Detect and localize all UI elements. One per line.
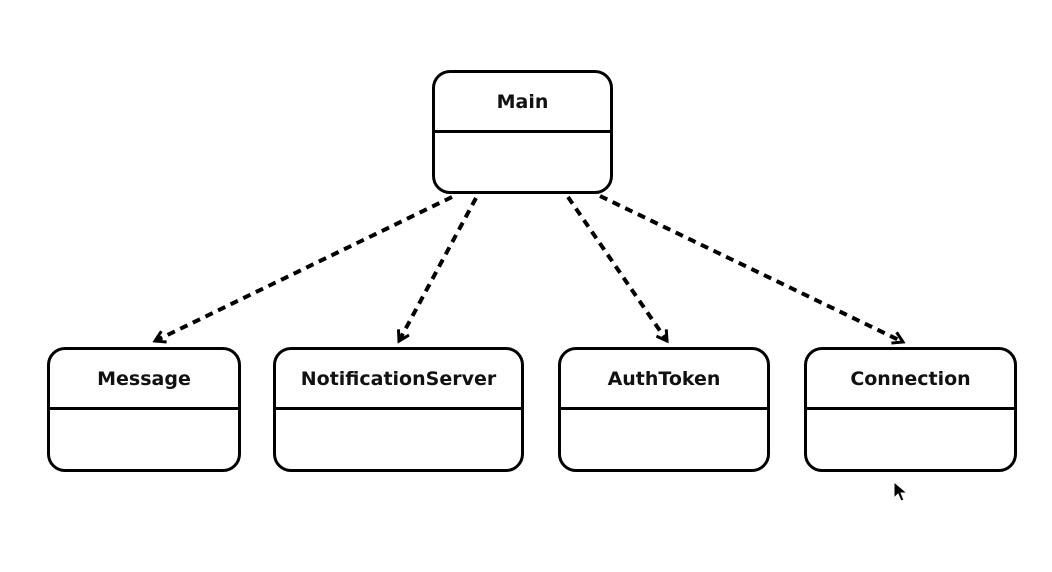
class-body-main — [435, 133, 610, 191]
class-name-message: Message — [50, 350, 238, 410]
class-box-main[interactable]: Main — [432, 70, 613, 194]
class-box-connection[interactable]: Connection — [804, 347, 1017, 472]
class-body-notificationserver — [276, 410, 521, 468]
class-box-notificationserver[interactable]: NotificationServer — [273, 347, 524, 472]
class-name-connection: Connection — [807, 350, 1014, 410]
dependency-arrow-main-notificationserver — [399, 197, 478, 341]
dependency-arrow-main-connection — [599, 194, 903, 342]
class-body-connection — [807, 410, 1014, 468]
class-name-notificationserver: NotificationServer — [276, 350, 521, 410]
class-box-authtoken[interactable]: AuthToken — [558, 347, 770, 472]
class-name-authtoken: AuthToken — [561, 350, 767, 410]
class-body-message — [50, 410, 238, 468]
class-box-message[interactable]: Message — [47, 347, 241, 472]
dependency-arrow-main-message — [155, 195, 453, 341]
dependency-arrow-main-authtoken — [566, 195, 667, 341]
mouse-pointer-icon — [893, 481, 909, 502]
class-body-authtoken — [561, 410, 767, 468]
class-name-main: Main — [435, 73, 610, 133]
